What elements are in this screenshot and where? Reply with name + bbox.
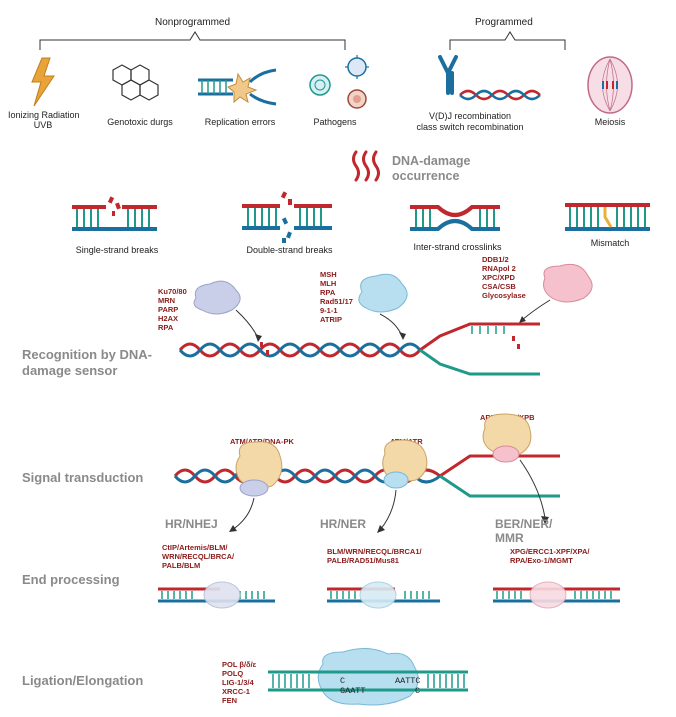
stage-end-processing: End processing xyxy=(22,572,120,587)
ionizing-label: Ionizing Radiation UVB xyxy=(8,110,80,130)
nonprogrammed-header: Nonprogrammed xyxy=(155,17,231,28)
genotoxic-label: Genotoxic durgs xyxy=(107,117,173,127)
end-processing-diagram xyxy=(158,581,620,609)
recognition-diagram xyxy=(178,263,593,376)
pathogens-icon xyxy=(309,55,369,109)
single-strand-break-dna xyxy=(72,196,157,231)
end-proc-group-3: XPG/ERCC1-XPF/XPA/ RPA/Exo-1/MGMT xyxy=(510,547,590,565)
pathway-ber-line1: BER/NER/ xyxy=(495,517,553,531)
mismatch-label: Mismatch xyxy=(590,238,630,248)
mismatch-dna xyxy=(565,203,650,231)
sensor-group-1: Ku70/80 MRN PARP H2AX RPA xyxy=(158,287,187,332)
seq-c2: C xyxy=(415,686,421,696)
end-proc-group-2: BLM/WRN/RECQL/BRCA1/ PALB/RAD51/Mus81 xyxy=(327,547,422,565)
meiosis-label: Meiosis xyxy=(594,117,626,127)
ionizing-line1: Ionizing Radiation xyxy=(8,110,80,120)
pathway-hr-ner: HR/NER xyxy=(320,517,367,531)
replication-fork-icon xyxy=(198,68,277,106)
seq-top: AATTC xyxy=(395,676,421,686)
polycyclic-molecule-icon xyxy=(112,64,159,101)
pathway-ber-ner-mmr: BER/NER/ MMR xyxy=(495,517,552,545)
seq-bottom: GAATT xyxy=(340,686,366,696)
ligation-diagram xyxy=(268,648,468,706)
ligation-enzymes: POL β/δ/ε POLQ LIG-1/3/4 XRCC-1 FEN xyxy=(222,660,257,705)
nonprogrammed-brace xyxy=(39,31,566,50)
stage-ligation: Ligation/Elongation xyxy=(22,673,144,688)
pathway-ber-line2: MMR xyxy=(495,531,524,545)
pathway-hr-nhej: HR/NHEJ xyxy=(165,517,218,531)
vdj-line2: class switch recombination xyxy=(416,122,524,132)
stage-recognition-line2: damage sensor xyxy=(22,363,118,378)
double-strand-break-dna xyxy=(242,191,332,243)
inter-strand-crosslink-dna xyxy=(410,205,500,231)
meiosis-cell-icon xyxy=(587,56,633,114)
lightning-icon xyxy=(31,57,55,107)
occurrence-title: DNA-damage occurrence xyxy=(392,154,471,184)
ionizing-line2: UVB xyxy=(33,120,53,130)
replication-label: Replication errors xyxy=(204,117,276,127)
wavy-arrows-icon xyxy=(352,150,380,182)
icl-label: Inter-strand crosslinks xyxy=(413,242,502,252)
sensor-group-3: DDB1/2 RNApol 2 XPC/XPD CSA/CSB Glycosyl… xyxy=(482,255,526,300)
programmed-header: Programmed xyxy=(475,17,533,28)
stage-signal: Signal transduction xyxy=(22,470,144,485)
dsb-label: Double-strand breaks xyxy=(246,245,333,255)
stage-recognition-line1: Recognition by DNA- xyxy=(22,347,152,362)
sensor-group-2: MSH MLH RPA Rad51/17 9-1-1 ATRIP xyxy=(320,270,353,324)
pathogens-label: Pathogens xyxy=(313,117,357,127)
stage-recognition: Recognition by DNA- damage sensor xyxy=(22,347,152,379)
antibody-recombination-icon xyxy=(438,55,541,101)
ssb-label: Single-strand breaks xyxy=(75,245,159,255)
seq-c1: C xyxy=(340,676,346,686)
occurrence-line1: DNA-damage xyxy=(392,154,471,168)
end-proc-group-1: CtIP/Artemis/BLM/ WRN/RECQL/BRCA/ PALB/B… xyxy=(162,543,235,570)
vdj-line1: V(D)J recombination xyxy=(428,111,512,121)
signal-diagram xyxy=(173,413,560,533)
vdj-label: V(D)J recombination class switch recombi… xyxy=(415,111,525,133)
occurrence-line2: occurrence xyxy=(392,169,460,183)
